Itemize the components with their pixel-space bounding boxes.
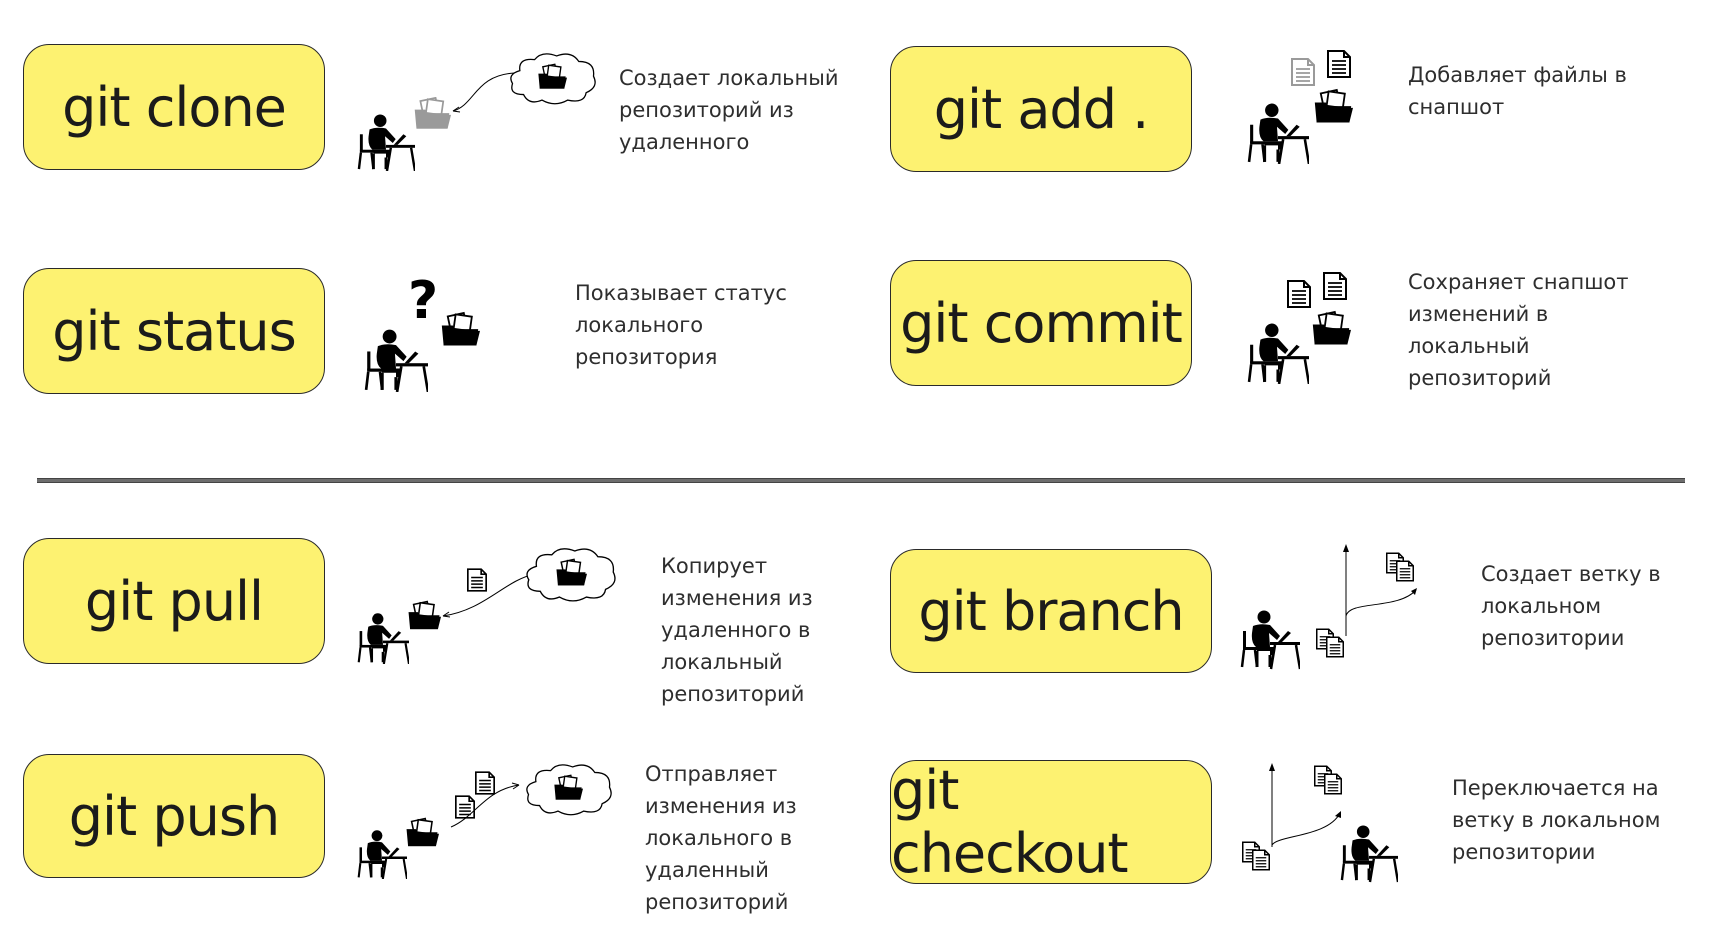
document-icon: [1326, 636, 1344, 658]
git-pull-description: Копирует изменения из удаленного в локал…: [661, 554, 813, 706]
question-mark-icon: ?: [408, 271, 438, 331]
pull-illustration: [357, 548, 616, 664]
document-icon: [1396, 560, 1414, 582]
git-commit-description: Сохраняет снапшот изменений в локальный …: [1408, 270, 1629, 390]
git-add-description: Добавляет файлы в снапшот: [1408, 63, 1627, 119]
status-illustration: ?: [364, 271, 480, 392]
git-branch-description: Создает ветку в локальном репозитории: [1481, 562, 1661, 650]
person-at-laptop-icon: [1340, 823, 1398, 883]
person-at-laptop-icon: [364, 328, 428, 392]
document-icon: [1291, 58, 1315, 86]
git-checkout-box: git checkout: [890, 759, 1212, 885]
git-status-description: Показывает статус локального репозитория: [575, 281, 787, 369]
branch-illustration: [1240, 544, 1417, 670]
folder-icon: [413, 97, 451, 130]
git-branch-box: git branch: [890, 549, 1212, 673]
git-clone-description: Создает локальный репозиторий из удаленн…: [619, 66, 839, 154]
folder-icon: [1313, 89, 1353, 124]
folder-icon: [1311, 311, 1351, 346]
git-status-box: git status: [23, 268, 325, 394]
person-at-laptop-icon: [1247, 102, 1309, 164]
document-icon: [1327, 50, 1351, 78]
git-clone-box: git clone: [23, 44, 325, 170]
add-illustration: [1247, 50, 1353, 164]
document-icon: [1252, 849, 1270, 871]
transfer-arrow: [442, 573, 536, 617]
document-icon: [467, 568, 487, 592]
transfer-arrow: [450, 784, 520, 828]
folder-icon: [405, 817, 439, 847]
document-icon: [1287, 280, 1311, 308]
person-at-laptop-icon: [357, 829, 407, 879]
git-add-box: git add .: [890, 46, 1192, 172]
transfer-arrow: [452, 72, 516, 112]
document-icon: [1323, 272, 1347, 300]
document-icon: [455, 795, 475, 819]
person-at-laptop-icon: [357, 612, 409, 664]
section-divider: [37, 478, 1685, 483]
commit-illustration: [1247, 272, 1351, 384]
push-illustration: [357, 764, 612, 879]
git-push-description: Отправляет изменения из локального в уда…: [645, 762, 797, 914]
person-at-laptop-icon: [1247, 322, 1309, 384]
git-push-box: git push: [23, 754, 325, 878]
person-at-laptop-icon: [357, 113, 415, 171]
git-commit-box: git commit: [890, 260, 1192, 386]
git-checkout-description: Переключается на ветку в локальном репоз…: [1452, 776, 1661, 864]
checkout-illustration: [1242, 763, 1398, 883]
document-icon: [1324, 773, 1342, 795]
git-pull-box: git pull: [23, 538, 325, 664]
folder-icon: [440, 311, 480, 347]
clone-illustration: [357, 53, 596, 171]
document-icon: [475, 771, 495, 795]
folder-icon: [407, 600, 441, 630]
person-at-laptop-icon: [1240, 608, 1300, 670]
